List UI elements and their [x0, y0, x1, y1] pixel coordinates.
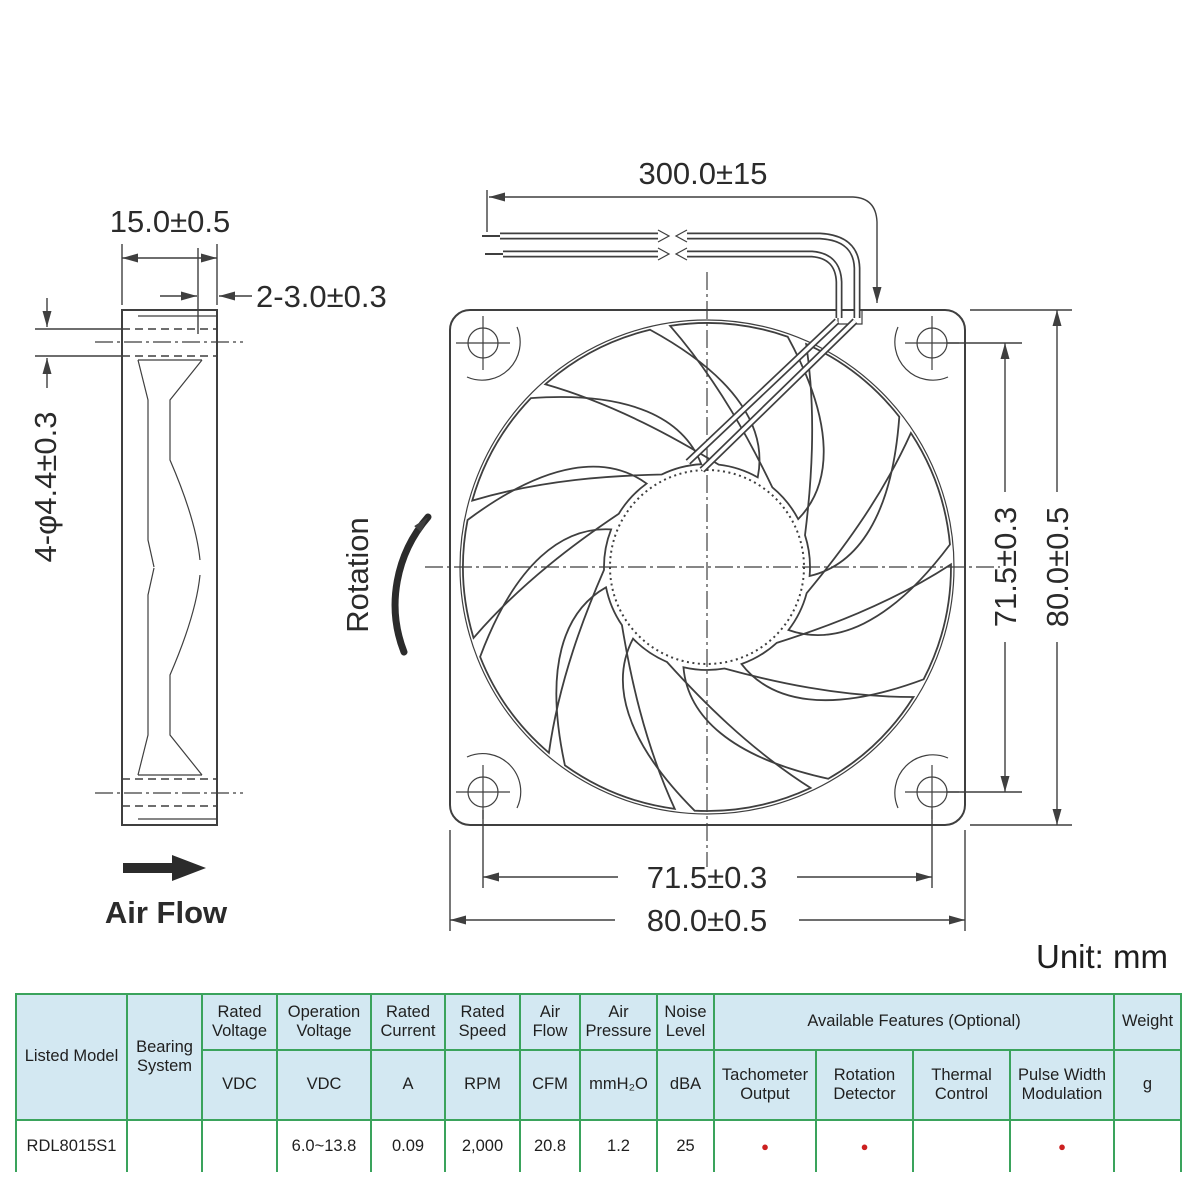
col-bearing-system: Bearing System — [126, 993, 203, 1121]
cell-rated-voltage — [201, 1119, 278, 1172]
col-weight: Weight — [1113, 993, 1183, 1051]
unit-noise-level: dBA — [656, 1049, 715, 1121]
unit-rated-current: A — [370, 1049, 446, 1121]
unit-air-flow: CFM — [519, 1049, 581, 1121]
lead-wires — [482, 229, 861, 473]
horizontal-dimensions: 71.5±0.3 80.0±0.5 — [449, 810, 966, 938]
air-flow-indicator: Air Flow — [105, 855, 228, 930]
unit-label: Unit: mm — [1036, 938, 1168, 975]
frame-width-label: 80.0±0.5 — [647, 903, 767, 938]
rotation-label: Rotation — [340, 517, 375, 632]
flange-thickness-dimension: 2-3.0±0.3 — [160, 248, 387, 334]
unit-rated-voltage: VDC — [201, 1049, 278, 1121]
air-flow-arrow-icon — [123, 855, 206, 881]
col-rated-current: Rated Current — [370, 993, 446, 1051]
cell-air-flow: 20.8 — [519, 1119, 581, 1172]
feature-pulse-width-modulation: Pulse Width Modulation — [1008, 1049, 1116, 1121]
cell-operation-voltage: 6.0~13.8 — [276, 1119, 372, 1172]
table-row: RDL8015S1 6.0~13.8 0.09 2,000 20.8 1.2 2… — [15, 1119, 1183, 1172]
col-listed-model: Listed Model — [15, 993, 128, 1121]
side-width-dimension: 15.0±0.5 — [110, 204, 230, 305]
unit-air-pressure: mmH₂O — [579, 1049, 658, 1121]
unit-operation-voltage: VDC — [276, 1049, 372, 1121]
unit-weight: g — [1113, 1049, 1183, 1121]
spec-table: Listed Model Bearing System Rated Voltag… — [15, 993, 1183, 1172]
unit-rated-speed: RPM — [444, 1049, 521, 1121]
hub-circle — [609, 469, 805, 665]
air-flow-label: Air Flow — [105, 895, 228, 930]
side-view — [95, 309, 243, 826]
cell-rated-speed: 2,000 — [444, 1119, 521, 1172]
feature-tachometer-output: Tachometer Output — [713, 1049, 817, 1121]
cell-listed-model: RDL8015S1 — [15, 1119, 128, 1172]
feature-thermal-control: Thermal Control — [912, 1049, 1011, 1121]
feature-rotation-detector: Rotation Detector — [815, 1049, 914, 1121]
feature-dot: ● — [761, 1138, 769, 1154]
hole-pitch-vertical-label: 71.5±0.3 — [988, 507, 1023, 627]
vertical-dimensions: 71.5±0.3 80.0±0.5 — [947, 309, 1075, 826]
rotation-indicator: Rotation — [340, 513, 432, 656]
cell-thermal-control — [912, 1119, 1011, 1172]
col-rated-speed: Rated Speed — [444, 993, 521, 1051]
feature-dot: ● — [1058, 1138, 1066, 1154]
feature-dot: ● — [860, 1138, 869, 1154]
cell-rotation-detector: ● — [815, 1119, 914, 1172]
cell-weight — [1113, 1119, 1183, 1172]
cell-pulse-width-modulation: ● — [1008, 1119, 1116, 1172]
cell-rated-current: 0.09 — [370, 1119, 446, 1172]
fan-technical-drawing: 15.0±0.5 2-3.0±0.3 4-φ4.4±0.3 Air Flow — [28, 156, 1168, 975]
cell-noise-level: 25 — [656, 1119, 715, 1172]
frame-height-label: 80.0±0.5 — [1040, 507, 1075, 627]
col-noise-level: Noise Level — [656, 993, 715, 1051]
wire-length-dimension: 300.0±15 — [486, 156, 882, 303]
cell-air-pressure: 1.2 — [579, 1119, 658, 1172]
cell-bearing-system — [126, 1119, 203, 1172]
col-rated-voltage: Rated Voltage — [201, 993, 278, 1051]
col-operation-voltage: Operation Voltage — [276, 993, 372, 1051]
wire-length-dimension-label: 300.0±15 — [638, 156, 767, 191]
flange-thickness-dimension-label: 2-3.0±0.3 — [256, 279, 387, 314]
col-air-flow: Air Flow — [519, 993, 581, 1051]
front-view — [411, 272, 1000, 867]
rotation-arrow-icon — [391, 513, 432, 656]
side-width-dimension-label: 15.0±0.5 — [110, 204, 230, 239]
col-air-pressure: Air Pressure — [579, 993, 658, 1051]
hole-pitch-horizontal-label: 71.5±0.3 — [647, 860, 767, 895]
col-available-features: Available Features (Optional) — [712, 993, 1116, 1051]
mounting-hole-dimension-label: 4-φ4.4±0.3 — [28, 412, 63, 563]
mounting-hole-dimension: 4-φ4.4±0.3 — [28, 298, 122, 562]
cell-tachometer-output: ● — [713, 1119, 817, 1172]
